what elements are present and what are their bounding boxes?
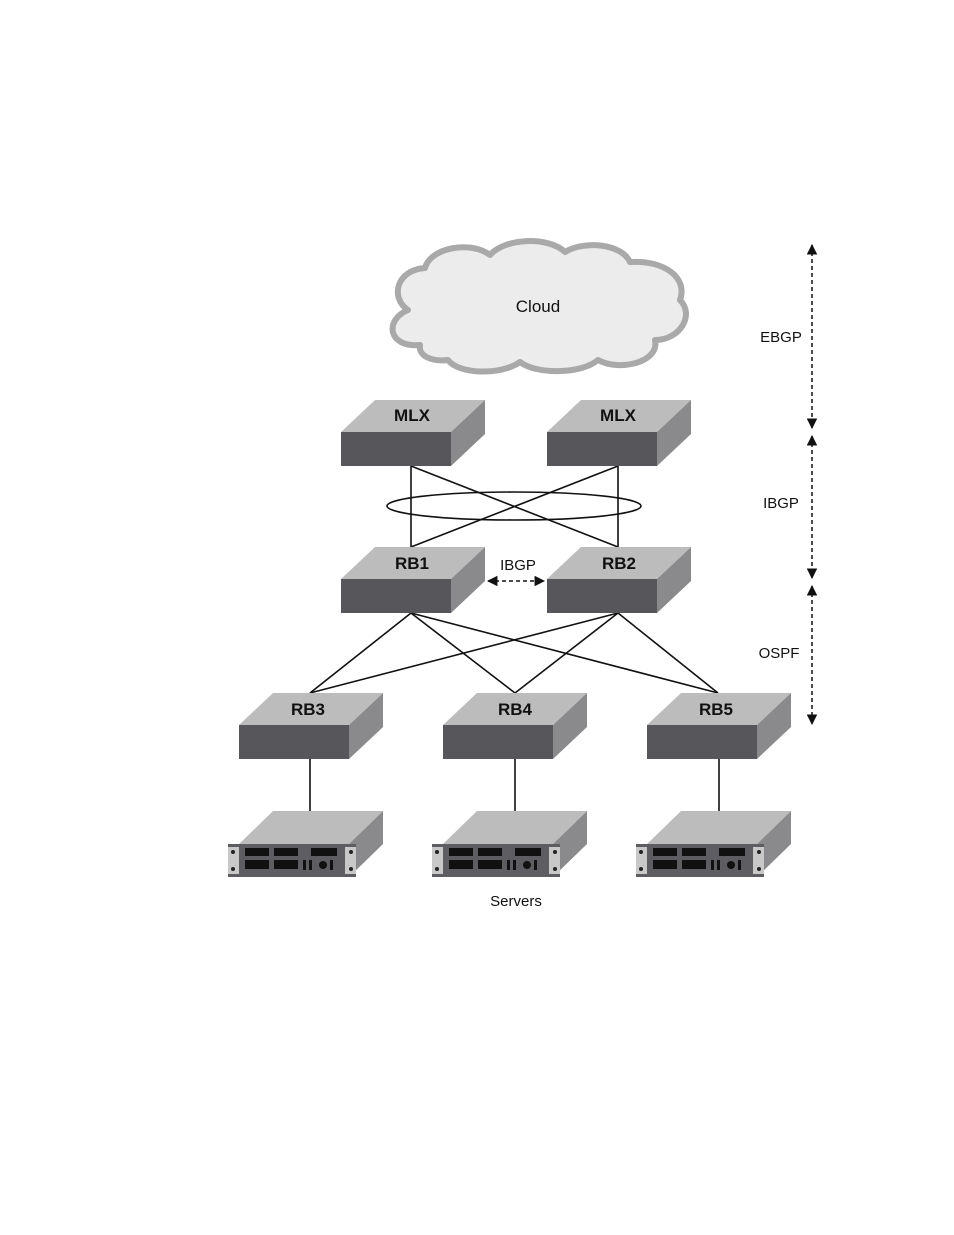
router-rb2: RB2 — [547, 547, 691, 613]
link-rb1-rb3 — [310, 613, 411, 693]
link-rb2-rb3 — [310, 613, 618, 693]
rb1-rb2-ibgp-link: IBGP — [488, 557, 544, 581]
link-rb2-rb4 — [515, 613, 618, 693]
rb1-rb2-ibgp-label: IBGP — [500, 557, 536, 574]
server-links — [310, 759, 719, 811]
router-rb5: RB5 — [647, 693, 791, 759]
router-label: RB1 — [395, 554, 429, 573]
server-rb5 — [636, 811, 791, 877]
router-rb1: RB1 — [341, 547, 485, 613]
router-label: MLX — [394, 406, 431, 425]
router-mlx-left: MLX — [341, 400, 485, 466]
server-rb3 — [228, 811, 383, 877]
servers-label: Servers — [490, 893, 542, 910]
access-links — [310, 613, 718, 693]
protocol-layers: EBGP IBGP OSPF — [759, 245, 812, 724]
router-label: MLX — [600, 406, 637, 425]
router-rb4: RB4 — [443, 693, 587, 759]
router-label: RB4 — [498, 700, 533, 719]
ebgp-layer-label: EBGP — [760, 329, 802, 346]
cloud: Cloud — [393, 241, 686, 371]
router-rb3: RB3 — [239, 693, 383, 759]
ibgp-layer-label: IBGP — [763, 495, 799, 512]
router-label: RB5 — [699, 700, 733, 719]
ospf-layer-label: OSPF — [759, 645, 800, 662]
core-links — [387, 466, 641, 547]
link-rb1-rb5 — [411, 613, 718, 693]
router-label: RB2 — [602, 554, 636, 573]
router-mlx-right: MLX — [547, 400, 691, 466]
server-rb4 — [432, 811, 587, 877]
cloud-label: Cloud — [516, 297, 560, 316]
router-label: RB3 — [291, 700, 325, 719]
link-rb2-rb5 — [618, 613, 718, 693]
